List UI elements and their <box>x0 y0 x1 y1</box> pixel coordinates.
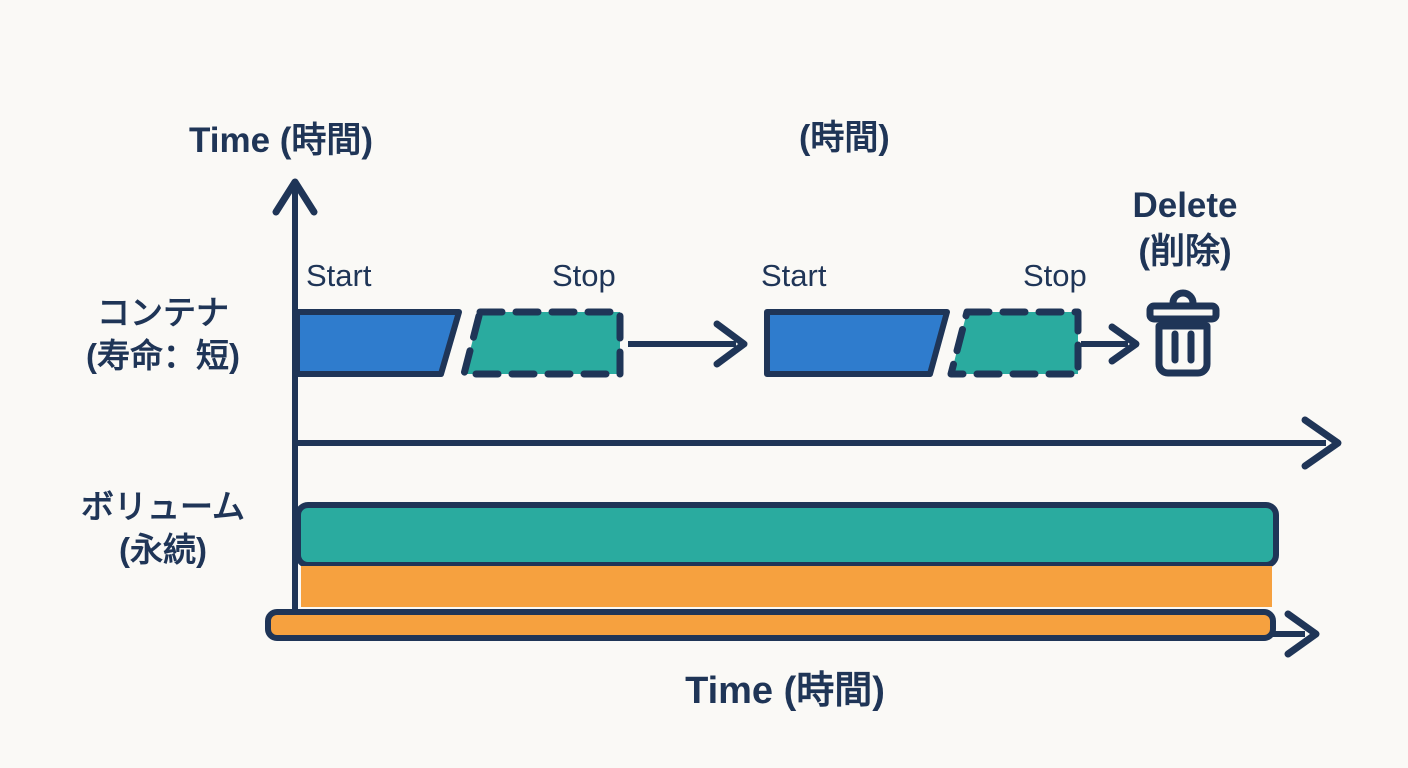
trash-icon <box>1146 289 1220 377</box>
container-label-line1: コンテナ <box>96 294 229 331</box>
bottom-axis-arrow <box>1273 610 1320 658</box>
volume-persistent-bar <box>295 502 1279 568</box>
delete-label: Delete (削除) <box>1132 183 1237 274</box>
event-label-stop-2: Stop <box>1023 258 1087 293</box>
delete-label-line1: Delete <box>1132 186 1238 225</box>
container-row-label: コンテナ (寿命：短) <box>86 292 240 378</box>
event-label-start-1: Start <box>306 258 372 293</box>
container-stopped-2 <box>947 308 1082 378</box>
container-running-1 <box>294 309 462 377</box>
time-axis-top-center-label: (時間) <box>799 119 890 157</box>
delete-label-line2: (削除) <box>1138 231 1232 271</box>
restart-arrow <box>628 320 748 368</box>
event-label-start-2: Start <box>761 258 827 293</box>
bottom-time-bar <box>265 609 1276 641</box>
time-axis-bottom-label: Time (時間) <box>685 670 885 712</box>
time-axis-top-label: Time (時間) <box>189 121 374 160</box>
timeline-axis-arrow <box>295 416 1342 470</box>
volume-label-line1: ボリューム <box>80 488 246 525</box>
volume-label-line2: (永続) <box>119 530 207 568</box>
volume-row-label: ボリューム (永続) <box>81 486 245 572</box>
container-label-line2: (寿命：短) <box>86 336 240 374</box>
event-label-stop-1: Stop <box>552 258 616 293</box>
volume-data-bar <box>301 566 1272 607</box>
container-stopped-1 <box>460 308 624 378</box>
delete-arrow <box>1081 323 1140 365</box>
container-running-2 <box>764 309 950 377</box>
